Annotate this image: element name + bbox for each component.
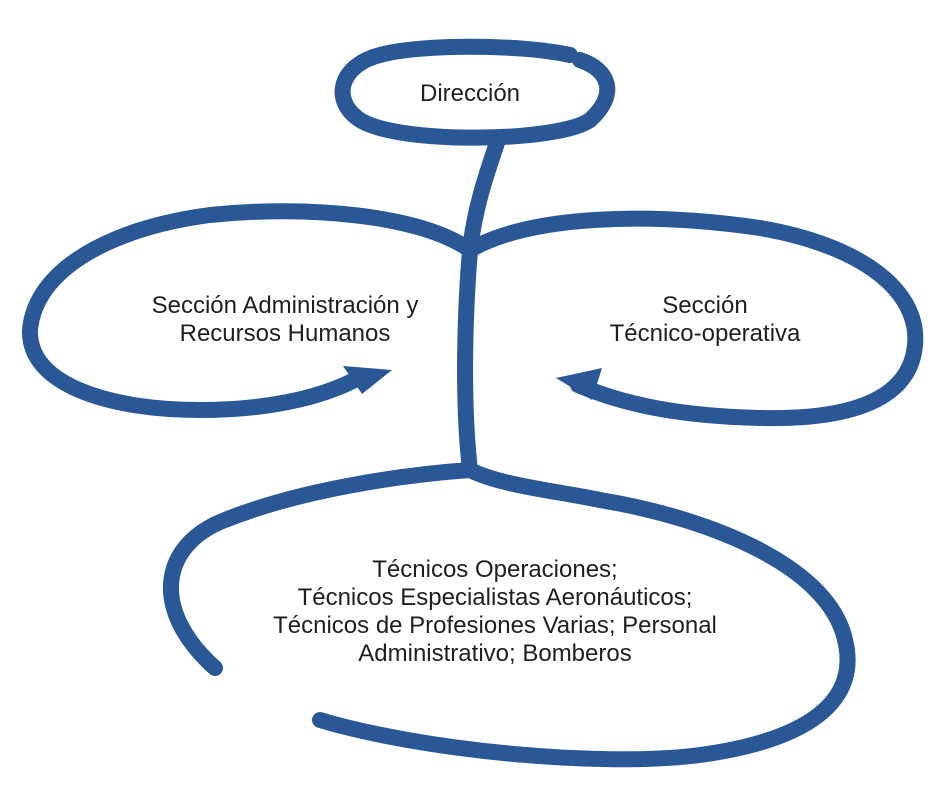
node-personal-line: Administrativo; Bomberos [358, 640, 632, 667]
right-arrowhead [556, 368, 602, 400]
node-tecnico-line: Técnico-operativa [609, 320, 801, 347]
central-trunk [457, 132, 506, 478]
node-admin-line: Sección Administración y [151, 292, 419, 319]
node-seccion-tecnico-operativa: Sección Técnico-operativa [555, 292, 855, 348]
left-arrowhead [343, 366, 392, 394]
node-personal-tecnico: Técnicos Operaciones; Técnicos Especiali… [215, 556, 775, 668]
node-tecnico-line: Sección [662, 292, 748, 319]
right-loop [462, 210, 924, 427]
node-personal-line: Técnicos Especialistas Aeronáuticos; [297, 584, 693, 611]
bottom-loop [162, 462, 856, 768]
top-loop [334, 38, 616, 146]
node-seccion-administracion: Sección Administración y Recursos Humano… [120, 292, 450, 348]
node-admin-line: Recursos Humanos [179, 320, 391, 347]
node-direccion: Dirección [370, 80, 570, 108]
left-loop [21, 203, 478, 418]
node-personal-line: Técnicos de Profesiones Varias; Personal [273, 612, 717, 639]
node-direccion-line: Dirección [419, 80, 521, 107]
node-personal-line: Técnicos Operaciones; [372, 556, 618, 583]
